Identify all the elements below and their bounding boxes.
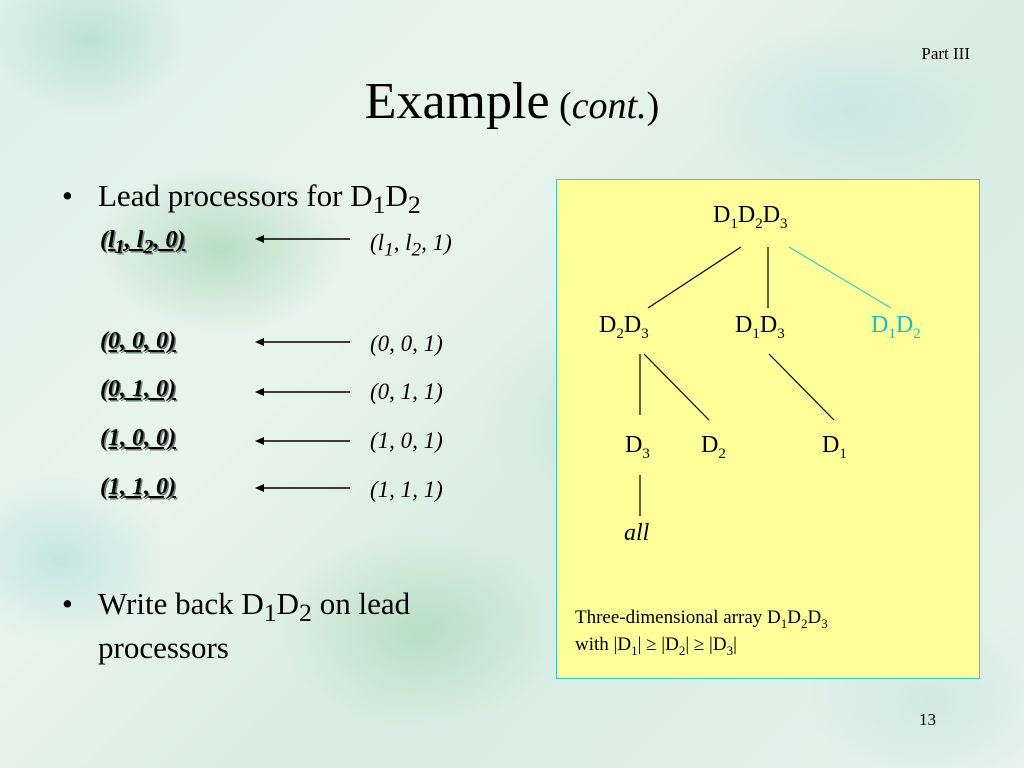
edge-d1d3-d1 [768,353,835,421]
left-arrow-icon [255,388,350,396]
bullet-lead-processors: • Lead processors for D1D2 [62,174,421,218]
lead-tuple: (1, 0, 0) [100,425,176,451]
left-arrow-icon [255,484,350,492]
edge-root-d1d2 [788,246,892,309]
lattice-tree-box: D1D2D3 D2D3 D1D3 D1D2 D3 D2 D1 all Three… [556,179,980,679]
bullet-dot: • [62,178,73,213]
tree-node-d2: D2 [701,432,726,462]
title-close-paren: ) [646,85,660,127]
bullet-dot: • [62,586,73,621]
edge-root-d2d3 [647,246,742,309]
part-label: Part III [921,44,970,63]
title-cont: cont. [571,85,647,127]
left-arrow-icon [255,338,350,346]
tree-node-d3: D3 [625,432,650,462]
lead-tuple: (1, 1, 0) [100,474,176,500]
lead-tuple: (0, 1, 0) [100,376,176,402]
tree-node-d1d2: D1D2 [871,312,921,342]
title-main: Example [364,73,550,130]
caption-line-1: Three-dimensional array D1D2D3 [575,607,828,631]
left-arrow-icon [255,437,350,445]
target-tuple: (1, 0, 1) [370,428,443,453]
page-number: 13 [919,710,936,729]
target-tuple-l1-l2-1: (l1, l2, 1) [370,230,452,261]
lead-tuple-l1-l2-0: (l1, l2, 0) [100,227,186,258]
lead-tuple: (0, 0, 0) [100,328,176,354]
tree-node-d1: D1 [822,432,847,462]
left-arrow-icon [255,235,350,243]
target-tuple: (0, 0, 1) [370,331,443,356]
bullet-write-back-text: Write back D1D2 on lead processors [98,586,411,665]
target-tuple: (0, 1, 1) [370,379,443,404]
tree-node-d1d3: D1D3 [735,312,785,342]
bullet-write-back: • Write back D1D2 on lead processors [62,582,512,670]
tree-node-all: all [624,520,650,546]
title-open-paren: ( [549,85,572,127]
target-tuple: (1, 1, 1) [370,477,443,502]
bullet-lead-text: Lead processors for D1D2 [98,178,421,220]
tree-caption: Three-dimensional array D1D2D3 with |D1|… [575,604,828,658]
slide-title: Example (cont.) [0,72,1024,131]
tree-node-root: D1D2D3 [713,202,788,232]
edge-d2d3-d2 [643,353,710,421]
tree-node-d2d3: D2D3 [599,312,649,342]
caption-line-2: with |D1| ≥ |D2| ≥ |D3| [575,634,737,658]
tree-edges [639,246,892,516]
